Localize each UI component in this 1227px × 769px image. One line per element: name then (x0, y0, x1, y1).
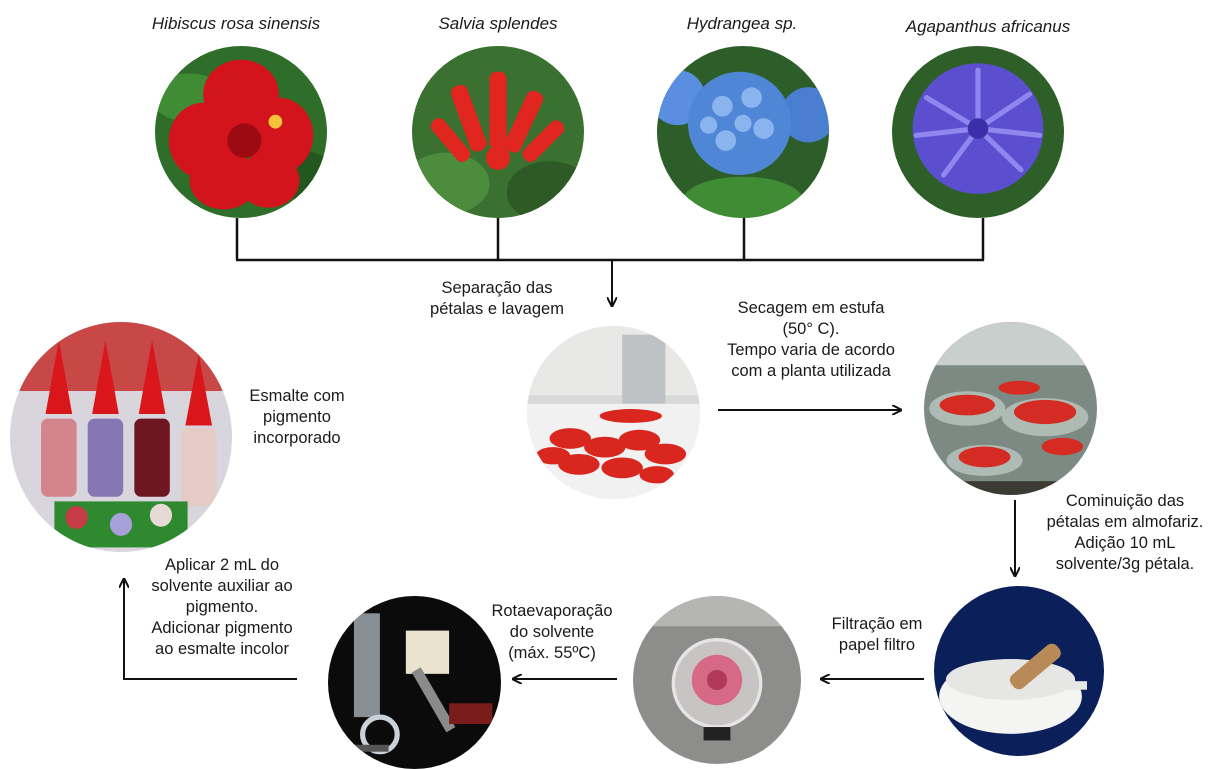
step-esmalte: Esmalte com pigmento incorporado (249, 387, 345, 447)
species-label-salvia: Salvia splendes (438, 14, 558, 33)
drying-oven-photo (924, 322, 1097, 495)
species-label-hibiscus: Hibiscus rosa sinensis (151, 14, 321, 33)
step-cominuicao: Cominuição das pétalas em almofariz. Adi… (1046, 492, 1204, 573)
filter-photo (633, 596, 801, 764)
arrow-to-esmalte (124, 580, 297, 680)
nail-polish-photo (10, 322, 232, 552)
salvia-photo (412, 46, 584, 218)
species-label-agapanthus: Agapanthus africanus (905, 17, 1071, 36)
step-separacao: Separação das pétalas e lavagem (430, 279, 564, 318)
hydrangea-photo (657, 46, 829, 218)
step-secagem: Secagem em estufa (50° C). Tempo varia d… (727, 299, 895, 380)
agapanthus-photo (892, 46, 1064, 218)
step-aplicar: Aplicar 2 mL do solvente auxiliar ao pig… (151, 556, 293, 658)
petals-tray-photo (527, 326, 700, 499)
hibiscus-photo (155, 46, 327, 218)
step-rotaevaporacao: Rotaevaporação do solvente (máx. 55ºC) (491, 602, 613, 662)
rotaevaporator-photo (328, 596, 501, 769)
mortar-photo (934, 586, 1104, 756)
species-label-hydrangea: Hydrangea sp. (686, 14, 798, 33)
step-filtracao: Filtração em papel filtro (831, 615, 923, 654)
